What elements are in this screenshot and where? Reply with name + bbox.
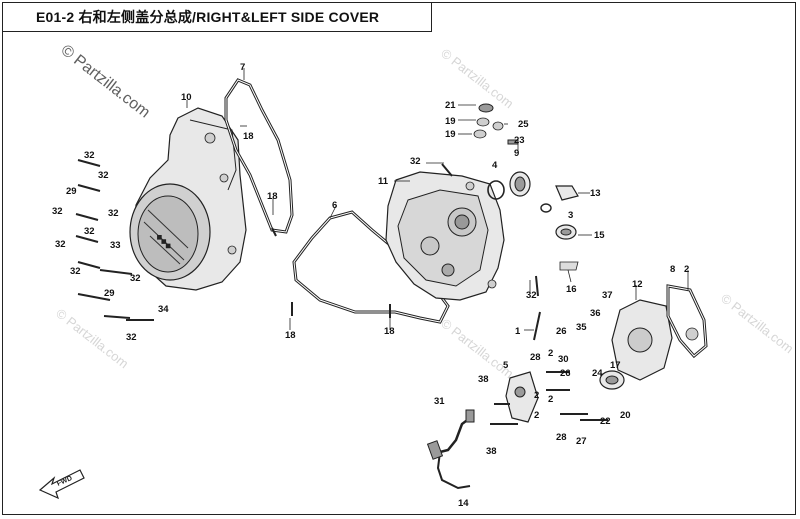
callout-32g: 32: [70, 266, 81, 277]
watermark-faint-2: © Partzilla.com: [53, 306, 131, 372]
callout-32a: 32: [84, 150, 95, 161]
callout-8: 8: [670, 264, 675, 275]
callout-37: 37: [602, 290, 613, 301]
callout-32j: 32: [410, 156, 421, 167]
callout-30: 30: [558, 354, 569, 365]
callout-38b: 38: [486, 446, 497, 457]
title-box: E01-2 右和左侧盖分总成/RIGHT&LEFT SIDE COVER: [2, 2, 432, 32]
callout-10: 10: [181, 92, 192, 103]
callout-17: 17: [610, 360, 621, 371]
callout-28b: 28: [556, 432, 567, 443]
callout-26a: 26: [556, 326, 567, 337]
callout-15: 15: [594, 230, 605, 241]
callout-12: 12: [632, 279, 643, 290]
callout-2e: 2: [548, 348, 553, 359]
page-title: E01-2 右和左侧盖分总成/RIGHT&LEFT SIDE COVER: [36, 8, 380, 25]
callout-18c: 18: [285, 330, 296, 341]
watermark-faint-3: © Partzilla.com: [438, 316, 516, 382]
callout-2a: 2: [684, 264, 689, 275]
callout-7: 7: [240, 62, 245, 73]
callout-34: 34: [158, 304, 169, 315]
callout-36: 36: [590, 308, 601, 319]
callout-23: 23: [514, 135, 525, 146]
callout-35: 35: [576, 322, 587, 333]
watermark-faint-4: © Partzilla.com: [718, 291, 796, 357]
callout-32h: 32: [130, 273, 141, 284]
callout-33: 33: [110, 240, 121, 251]
callout-13: 13: [590, 188, 601, 199]
callout-18b: 18: [267, 191, 278, 202]
callout-25: 25: [518, 119, 529, 130]
callout-18a: 18: [243, 131, 254, 142]
callout-16: 16: [566, 284, 577, 295]
callout-24: 24: [592, 368, 603, 379]
callout-22: 22: [600, 416, 611, 427]
callout-2c: 2: [534, 410, 539, 421]
callout-29a: 29: [66, 186, 77, 197]
callout-21: 21: [445, 100, 456, 111]
callout-5: 5: [503, 360, 509, 371]
right-side-cover: [385, 171, 505, 301]
callout-32i: 32: [126, 332, 137, 343]
callout-20: 20: [620, 410, 631, 421]
bolt-set: [75, 159, 608, 425]
callout-14: 14: [458, 498, 469, 509]
watermark-main: © Partzilla.com: [58, 42, 153, 122]
callout-2d: 2: [548, 394, 553, 405]
fwd-arrow: FWD: [38, 469, 85, 500]
callout-26b: 26: [560, 368, 571, 379]
callout-31: 31: [434, 396, 445, 407]
callout-6: 6: [332, 200, 337, 211]
callout-32f: 32: [55, 239, 66, 250]
oil-filter-cap-group: [473, 103, 579, 271]
left-side-cover: ◆◆◆: [129, 107, 247, 291]
callout-28a: 28: [530, 352, 541, 363]
callout-19a: 19: [445, 116, 456, 127]
callout-9: 9: [514, 148, 519, 159]
clutch-cover-group: [599, 284, 708, 390]
callout-32d: 32: [108, 208, 119, 219]
callout-18d: 18: [384, 326, 395, 337]
sensor-bracket-group: [426, 371, 539, 490]
callout-32e: 32: [84, 226, 95, 237]
callout-1: 1: [515, 326, 521, 337]
callout-29b: 29: [104, 288, 115, 299]
callout-labels: 1 2 2 2 2 2 3 4 5 6 7 8 9 10 11 12 13 14…: [52, 62, 689, 509]
callout-2b: 2: [534, 390, 539, 401]
callout-19b: 19: [445, 129, 456, 140]
callout-32b: 32: [98, 170, 109, 181]
leader-lines: [186, 68, 689, 331]
callout-32c: 32: [52, 206, 63, 217]
callout-11: 11: [378, 176, 389, 187]
callout-3: 3: [568, 210, 573, 221]
callout-32k: 32: [526, 290, 537, 301]
callout-27: 27: [576, 436, 587, 447]
callout-4: 4: [492, 160, 498, 171]
callout-38a: 38: [478, 374, 489, 385]
